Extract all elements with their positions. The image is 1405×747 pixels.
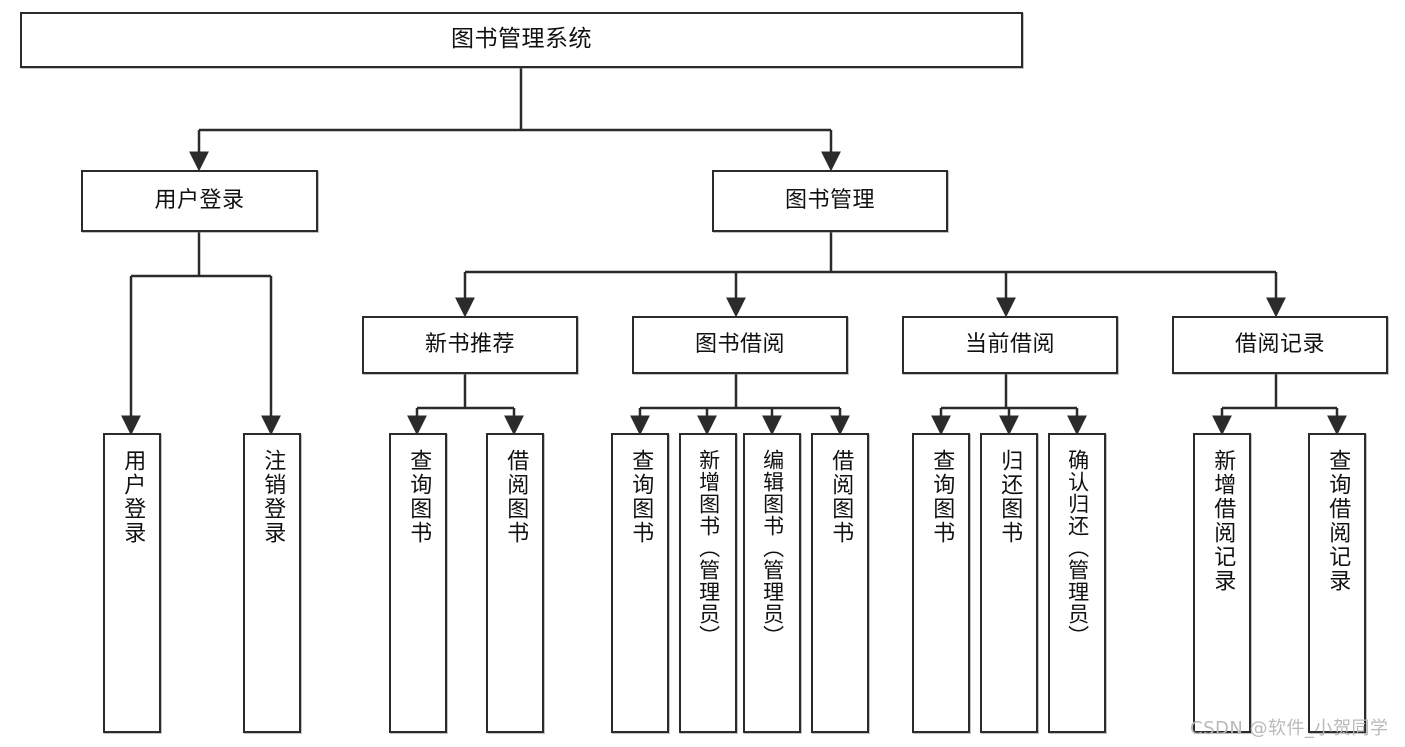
node-label: 查询图书 bbox=[628, 449, 654, 545]
node-user-login[interactable]: 用户登录 bbox=[81, 170, 318, 232]
node-label: 借阅图书 bbox=[828, 449, 854, 545]
watermark: CSDN @软件_小贺同学 bbox=[1190, 718, 1389, 739]
node-leaf-edit-book-admin[interactable]: 编辑图书（管理员） bbox=[743, 433, 801, 733]
node-label: 查询图书 bbox=[406, 449, 432, 545]
node-book-manage[interactable]: 图书管理 bbox=[712, 170, 948, 232]
node-label: 用户登录 bbox=[154, 188, 245, 214]
node-leaf-query-book-current[interactable]: 查询图书 bbox=[912, 433, 970, 733]
node-label: 借阅记录 bbox=[1234, 332, 1325, 358]
node-borrow-record[interactable]: 借阅记录 bbox=[1172, 316, 1388, 374]
node-leaf-borrow-book-newbook[interactable]: 借阅图书 bbox=[486, 433, 544, 733]
node-label: 当前借阅 bbox=[964, 332, 1055, 358]
node-label: 新增借阅记录 bbox=[1210, 449, 1236, 593]
node-label: 图书管理系统 bbox=[451, 26, 592, 53]
node-label: 查询图书 bbox=[929, 449, 955, 545]
node-leaf-confirm-return-admin[interactable]: 确认归还（管理员） bbox=[1048, 433, 1106, 733]
node-label: 借阅图书 bbox=[503, 449, 529, 545]
node-leaf-add-book-admin[interactable]: 新增图书（管理员） bbox=[679, 433, 737, 733]
node-leaf-query-borrow-record[interactable]: 查询借阅记录 bbox=[1308, 433, 1366, 733]
node-leaf-user-login[interactable]: 用户登录 bbox=[103, 433, 161, 733]
node-current-borrow[interactable]: 当前借阅 bbox=[902, 316, 1118, 374]
node-leaf-borrow-book-borrow[interactable]: 借阅图书 bbox=[811, 433, 869, 733]
node-new-book-recommendation[interactable]: 新书推荐 bbox=[362, 316, 578, 374]
node-leaf-query-book-borrow[interactable]: 查询图书 bbox=[611, 433, 669, 733]
node-label: 用户登录 bbox=[120, 449, 146, 545]
node-label: 编辑图书（管理员） bbox=[760, 449, 785, 647]
node-label: 新增图书（管理员） bbox=[696, 449, 721, 647]
node-label: 查询借阅记录 bbox=[1325, 449, 1351, 593]
node-label: 注销登录 bbox=[260, 449, 286, 545]
node-root-system[interactable]: 图书管理系统 bbox=[20, 12, 1023, 68]
node-label: 图书借阅 bbox=[694, 332, 785, 358]
node-leaf-user-logout[interactable]: 注销登录 bbox=[243, 433, 301, 733]
node-book-borrow[interactable]: 图书借阅 bbox=[632, 316, 848, 374]
node-label: 确认归还（管理员） bbox=[1065, 449, 1090, 647]
node-leaf-add-borrow-record[interactable]: 新增借阅记录 bbox=[1193, 433, 1251, 733]
node-label: 归还图书 bbox=[997, 449, 1023, 545]
node-label: 新书推荐 bbox=[424, 332, 515, 358]
node-label: 图书管理 bbox=[784, 188, 875, 214]
node-leaf-query-book-newbook[interactable]: 查询图书 bbox=[389, 433, 447, 733]
node-leaf-return-book[interactable]: 归还图书 bbox=[980, 433, 1038, 733]
